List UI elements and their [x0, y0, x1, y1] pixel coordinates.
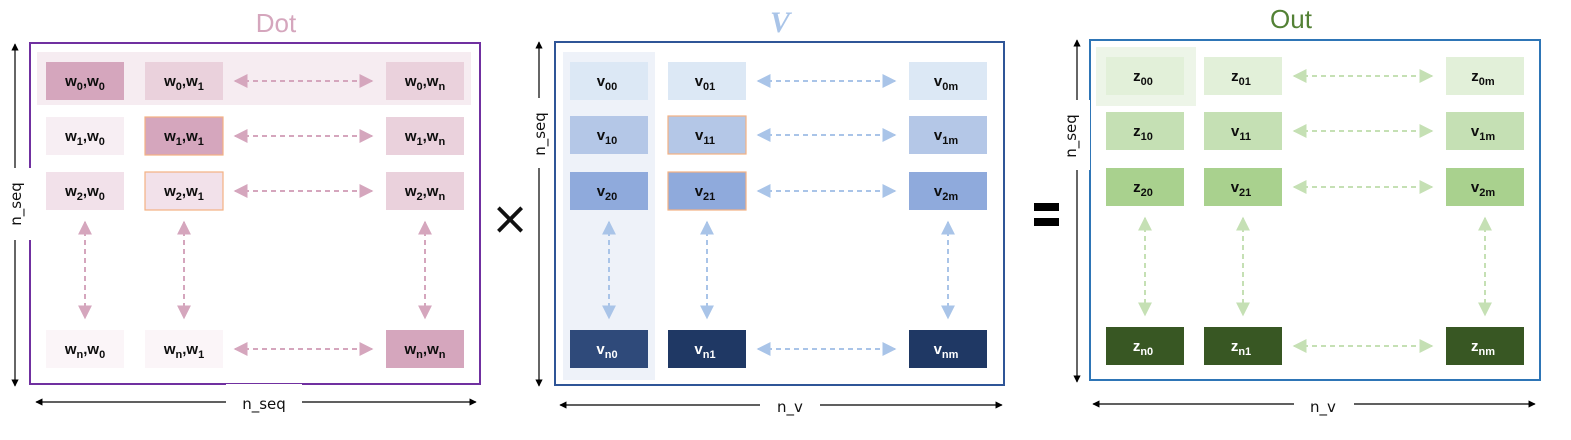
- dot-cell-label: wn,w0: [64, 341, 105, 361]
- v-cell-label: vn0: [596, 341, 617, 361]
- out-cell-label: zn1: [1231, 338, 1251, 358]
- dot-cell: w1,w1: [144, 116, 224, 156]
- v-cell-label: v20: [597, 183, 618, 203]
- dot-cell-label: w2,wn: [404, 183, 446, 203]
- out-cell: znm: [1446, 327, 1524, 365]
- out-cell: z10: [1106, 112, 1184, 150]
- dot-cell-label: w1,wn: [404, 128, 446, 148]
- dot-cell-label: w1,w1: [163, 128, 204, 148]
- dot-cell: w2,wn: [386, 172, 464, 210]
- dot-cell: wn,wn: [386, 330, 464, 368]
- out-cell: z0m: [1446, 57, 1524, 95]
- v-cell: v2m: [909, 172, 987, 210]
- dot-cell-label: wn,wn: [404, 341, 446, 361]
- v-matrix-frame: [554, 41, 1005, 386]
- dot-cell: w2,w0: [46, 172, 124, 210]
- v-cell: vn1: [668, 330, 746, 368]
- v-cell-label: v11: [695, 127, 715, 147]
- out-cell: z20: [1106, 168, 1184, 206]
- dot-cell: w0,w0: [46, 62, 124, 100]
- dot-title: Dot: [256, 8, 297, 38]
- multiply-sign: ×: [491, 191, 530, 245]
- out-cell-label: zn0: [1133, 338, 1153, 358]
- dot-cell-label: w1,w0: [64, 128, 105, 148]
- out-cell-label: znm: [1471, 338, 1495, 358]
- v-cell-label: v01: [695, 73, 716, 93]
- dot-cell-label: wn,w1: [163, 341, 204, 361]
- v-cell-label: v21: [695, 183, 716, 203]
- out-cell: zn0: [1106, 327, 1184, 365]
- out-cell: v11: [1204, 112, 1282, 150]
- out-cell-label: z10: [1133, 123, 1153, 143]
- v-bottom-axis-label: n_v: [777, 398, 803, 417]
- v-cell: v1m: [909, 116, 987, 154]
- v-cell: v01: [668, 62, 746, 100]
- dot-cell-label: w2,w1: [163, 183, 204, 203]
- v-cell: v11: [667, 115, 747, 155]
- equals-sign: =: [1034, 203, 1059, 226]
- out-cell: v1m: [1446, 112, 1524, 150]
- out-matrix-frame: [1089, 39, 1541, 381]
- v-cell-label: v1m: [934, 127, 958, 147]
- dot-cell: w1,wn: [386, 117, 464, 155]
- dot-panel: Dot n_seq n_seq w0,w0 w0,w1 w0,wn w1,w0 w1,w…: [2, 8, 481, 418]
- out-cell: z01: [1204, 57, 1282, 95]
- v-cell-label: v10: [597, 127, 618, 147]
- dot-cell-label: w0,wn: [404, 73, 446, 93]
- v-cell: v20: [570, 172, 648, 210]
- dot-cell: w0,w1: [145, 62, 223, 100]
- dot-cell-label: w2,w0: [64, 183, 105, 203]
- dot-cell: w1,w0: [46, 117, 124, 155]
- dot-cell: wn,w1: [145, 330, 223, 368]
- v-cell-label: vn1: [694, 341, 715, 361]
- out-cell-label: z00: [1133, 68, 1153, 88]
- out-cell-label: z01: [1231, 68, 1251, 88]
- out-cell-label: z0m: [1471, 68, 1495, 88]
- dot-cell: wn,w0: [46, 330, 124, 368]
- dot-cell: w2,w1: [144, 171, 224, 211]
- out-title: Out: [1270, 4, 1313, 34]
- v-column-highlight: [563, 52, 655, 380]
- v-cell: v21: [667, 171, 747, 211]
- v-cell: vnm: [909, 330, 987, 368]
- v-cell: vn0: [570, 330, 648, 368]
- v-cell-label: v2m: [934, 183, 958, 203]
- out-cell-label: v11: [1231, 123, 1251, 143]
- out-bottom-axis-label: n_v: [1310, 398, 1336, 417]
- out-cell: zn1: [1204, 327, 1282, 365]
- dot-cell-label: w0,w1: [163, 73, 204, 93]
- out-cell-label: v1m: [1471, 123, 1495, 143]
- v-left-axis-label: n_seq: [531, 112, 550, 156]
- out-cell-label: v2m: [1471, 179, 1495, 199]
- v-cell: v0m: [909, 62, 987, 100]
- v-cell-label: v00: [597, 73, 618, 93]
- dot-left-axis-label: n_seq: [7, 182, 26, 226]
- out-cell: z00: [1106, 57, 1184, 95]
- out-cell-label: v21: [1231, 179, 1252, 199]
- dot-cell: w0,wn: [386, 62, 464, 100]
- out-cell: v2m: [1446, 168, 1524, 206]
- dot-cell-label: w0,w0: [64, 73, 105, 93]
- out-cell-label: z20: [1133, 179, 1153, 199]
- out-panel: Out n_seq n_v z00 z01 z0m z10 v11 v1m z20 v21 v2…: [1062, 4, 1541, 420]
- v-panel: V n_seq n_v v00 v01 v0m v10 v11 v1m v20 v21 v2m v…: [525, 6, 1005, 420]
- v-cell-label: vnm: [934, 341, 959, 361]
- dot-bottom-axis-label: n_seq: [242, 395, 286, 414]
- out-left-axis-label: n_seq: [1062, 114, 1081, 158]
- v-cell: v10: [570, 116, 648, 154]
- v-cell: v00: [570, 62, 648, 100]
- out-cell: v21: [1204, 168, 1282, 206]
- v-cell-label: v0m: [934, 73, 958, 93]
- v-title: V: [770, 6, 793, 39]
